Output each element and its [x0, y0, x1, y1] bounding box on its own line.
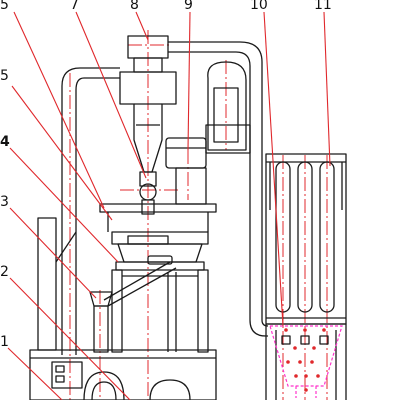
upper-platform — [99, 203, 217, 232]
leader-2 — [9, 277, 131, 400]
leader-1 — [7, 347, 63, 400]
label-10: 10 — [250, 0, 268, 13]
leader-4 — [9, 147, 119, 263]
label-8: 8 — [130, 0, 139, 13]
leader-3 — [9, 207, 97, 299]
filter-hopper — [269, 325, 343, 398]
leader-6 — [13, 11, 105, 209]
leader-5 — [11, 85, 113, 221]
machine-outline — [29, 35, 347, 400]
label-4: 4 — [0, 134, 10, 150]
fan-assembly — [165, 61, 251, 205]
label-1: 1 — [0, 334, 9, 350]
label-9: 9 — [184, 0, 193, 13]
left-duct — [61, 67, 120, 355]
bag-filter — [265, 153, 347, 400]
leader-lines — [7, 11, 331, 400]
leader-10 — [263, 11, 284, 327]
part-labels: 1 2 3 4 5 5 7 8 9 10 11 — [0, 0, 332, 350]
leader-7 — [75, 11, 147, 179]
mill-body — [111, 231, 209, 271]
filter-hopper-dots — [284, 328, 326, 392]
main-frame — [37, 217, 209, 353]
feed-chute — [89, 261, 177, 353]
leader-9 — [187, 11, 191, 151]
leader-8 — [135, 11, 149, 41]
label-5: 5 — [0, 68, 9, 84]
rotary-valve — [139, 171, 157, 215]
label-2: 2 — [0, 264, 9, 280]
top-duct — [168, 41, 263, 320]
leader-11 — [323, 11, 331, 167]
centerlines — [69, 30, 328, 400]
base-frame — [29, 349, 217, 400]
return-duct — [249, 319, 269, 337]
label-3: 3 — [0, 194, 9, 210]
label-11: 11 — [314, 0, 332, 13]
label-7: 7 — [70, 0, 79, 13]
label-6: 5 — [0, 0, 9, 13]
